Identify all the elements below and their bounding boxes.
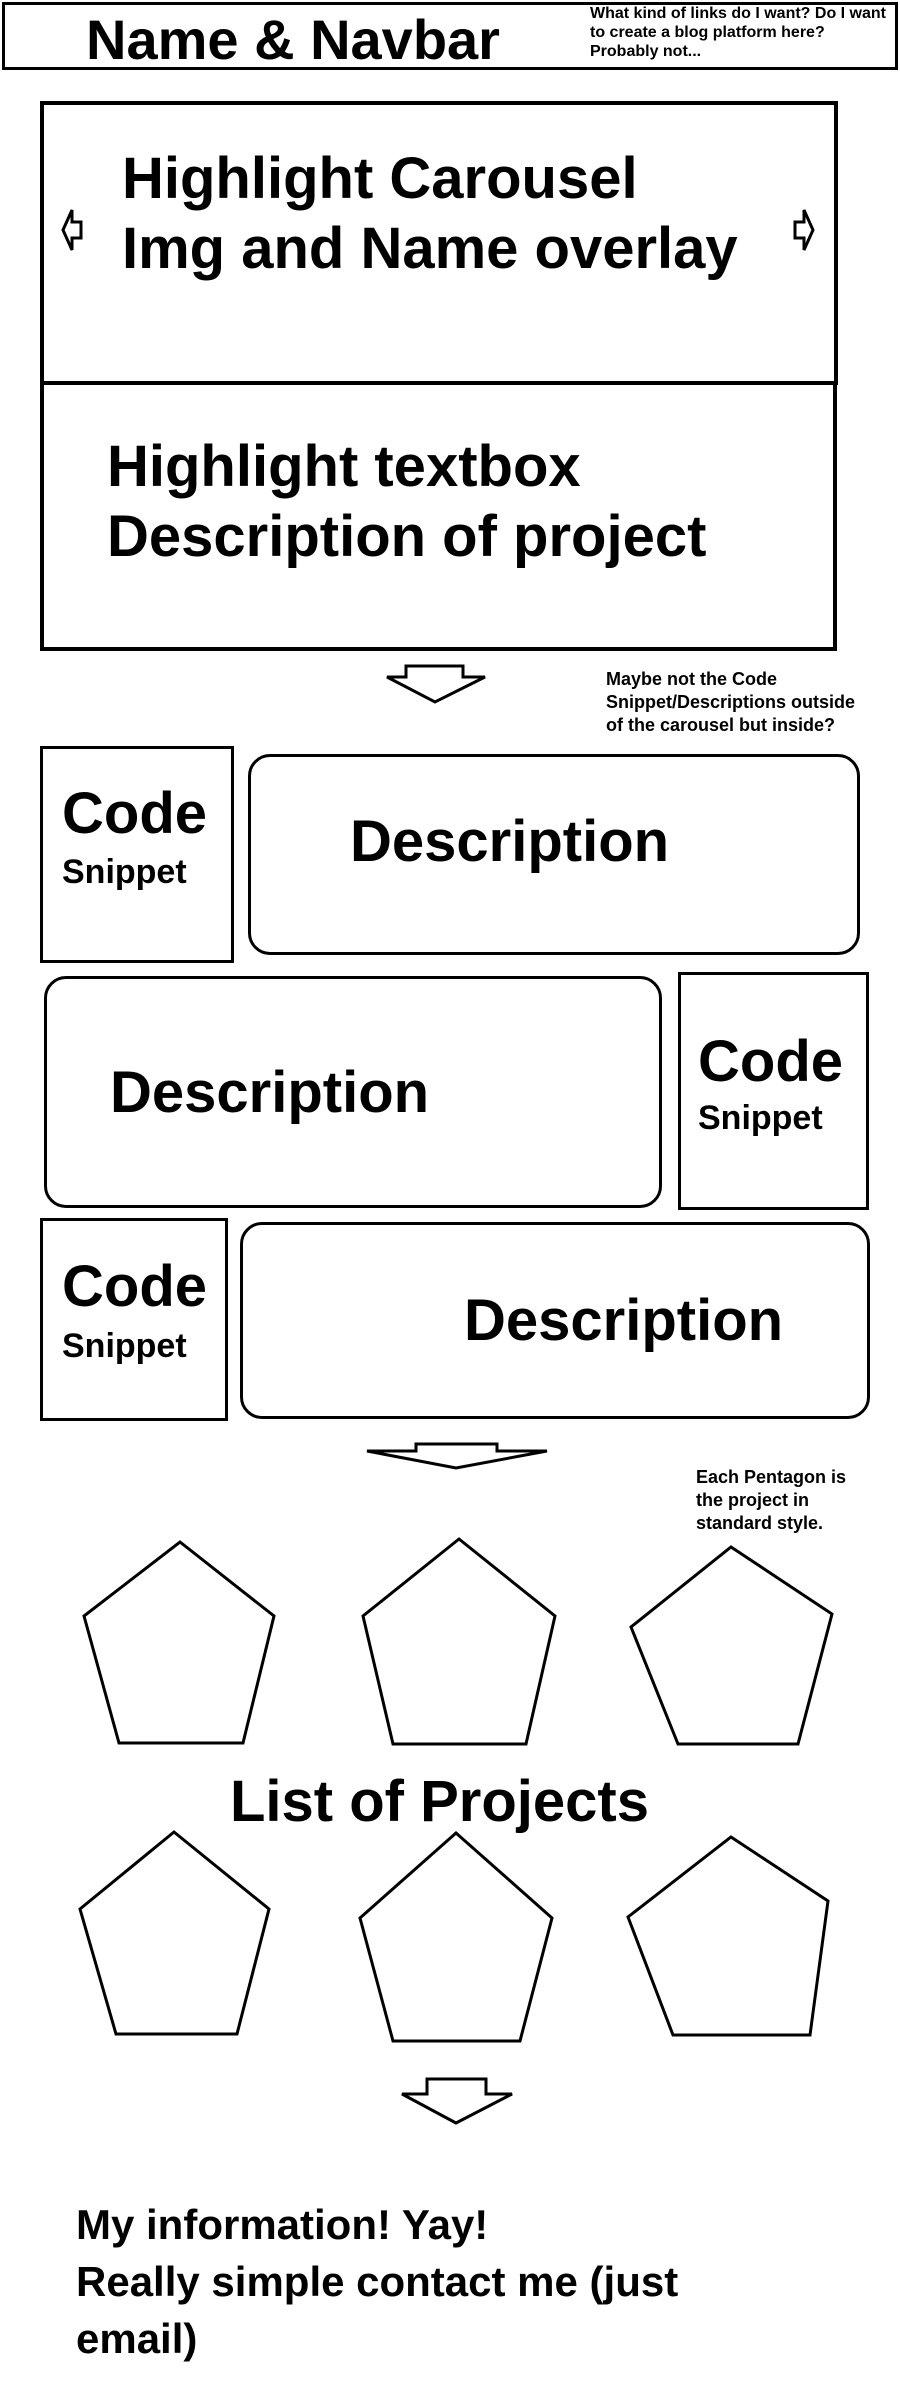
code-label: Code: [62, 781, 207, 846]
highlight-textbox-description: Description of project: [107, 504, 707, 569]
navbar-title: Name & Navbar: [86, 8, 500, 71]
arrow-down-icon: [401, 2077, 513, 2125]
navbar-note-line-2: to create a blog platform here?: [590, 24, 825, 41]
navbar-note-line-1: What kind of links do I want? Do I want: [590, 5, 886, 22]
footer-info-line-2: Really simple contact me (just: [76, 2258, 679, 2305]
arrow-down-icon: [366, 1442, 548, 1470]
description-label: Description: [464, 1288, 784, 1353]
snippet-label: Snippet: [698, 1099, 823, 1137]
pentagon-icon[interactable]: [76, 1828, 274, 2040]
description-box: [44, 976, 662, 1208]
pentagon-icon[interactable]: [80, 1538, 280, 1748]
arrow-down-icon: [386, 664, 486, 704]
pentagon-icon[interactable]: [356, 1830, 556, 2046]
highlight-carousel: [40, 101, 838, 385]
pentagon-note-line-2: the project in: [696, 1490, 810, 1510]
list-of-projects-title: List of Projects: [230, 1769, 649, 1834]
highlight-textbox: [40, 381, 837, 651]
code-label: Code: [62, 1254, 207, 1319]
code-label: Code: [698, 1029, 843, 1094]
footer-info-line-1: My information! Yay!: [76, 2201, 489, 2248]
code-snippet-box: [40, 1218, 228, 1421]
carousel-note-line-1: Maybe not the Code: [606, 669, 778, 689]
code-snippet-box: [40, 746, 234, 963]
description-box: [240, 1222, 870, 1419]
arrow-left-icon[interactable]: [60, 207, 84, 253]
pentagon-icon[interactable]: [624, 1834, 832, 2040]
code-snippet-box: [678, 972, 869, 1210]
pentagon-note-line-1: Each Pentagon is: [696, 1467, 847, 1487]
highlight-textbox-title: Highlight textbox: [107, 434, 581, 499]
description-label: Description: [110, 1060, 430, 1125]
pentagon-icon[interactable]: [626, 1544, 836, 1748]
footer-info-line-3: email): [76, 2315, 198, 2362]
carousel-note-line-3: of the carousel but inside?: [606, 715, 836, 735]
pentagon-note-line-3: standard style.: [696, 1513, 824, 1533]
carousel-title: Highlight Carousel: [122, 146, 638, 211]
pentagon-icon[interactable]: [359, 1536, 559, 1748]
description-label: Description: [350, 809, 670, 874]
navbar-note-line-3: Probably not...: [590, 43, 702, 60]
arrow-right-icon[interactable]: [792, 207, 816, 253]
snippet-label: Snippet: [62, 853, 187, 891]
description-box: [248, 754, 860, 955]
carousel-note-line-2: Snippet/Descriptions outside: [606, 692, 856, 712]
snippet-label: Snippet: [62, 1327, 187, 1365]
navbar: [2, 2, 898, 70]
carousel-subtitle: Img and Name overlay: [122, 216, 738, 281]
